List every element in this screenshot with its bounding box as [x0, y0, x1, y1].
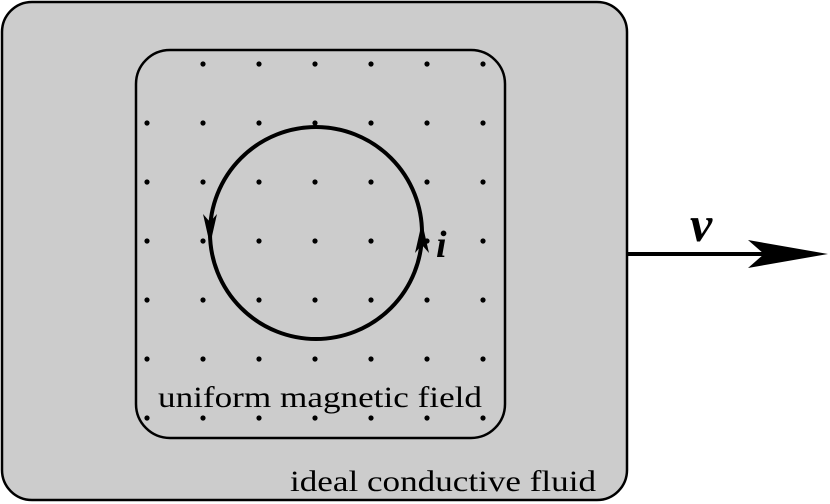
field-dot: [256, 297, 262, 303]
field-dot: [256, 415, 262, 421]
velocity-arrowhead-icon: [748, 240, 828, 268]
current-symbol: i: [436, 224, 447, 266]
field-dot: [144, 415, 150, 421]
field-dot: [424, 179, 430, 185]
field-dot: [144, 297, 150, 303]
field-dot: [424, 120, 430, 126]
field-dot: [312, 179, 318, 185]
field-dot: [368, 238, 374, 244]
field-dot: [480, 356, 486, 362]
current-arrow-left-icon: [203, 214, 217, 245]
field-dot: [256, 61, 262, 67]
field-dot: [368, 179, 374, 185]
field-dot: [480, 297, 486, 303]
field-dot: [368, 120, 374, 126]
current-arrow-right-icon: [415, 222, 429, 253]
field-dot: [368, 61, 374, 67]
field-dot: [256, 120, 262, 126]
field-dot: [200, 179, 206, 185]
field-dot: [312, 356, 318, 362]
field-dot: [368, 356, 374, 362]
field-dot: [312, 238, 318, 244]
field-region: [134, 48, 507, 440]
field-dot: [480, 238, 486, 244]
field-dot: [144, 179, 150, 185]
field-dot: [200, 61, 206, 67]
field-dot: [424, 356, 430, 362]
field-dot: [480, 120, 486, 126]
field-dot: [480, 179, 486, 185]
field-dots: [144, 61, 486, 421]
field-dot: [368, 297, 374, 303]
field-dot: [480, 415, 486, 421]
field-dot: [256, 179, 262, 185]
field-dot: [200, 297, 206, 303]
field-dot: [312, 415, 318, 421]
field-dot: [424, 297, 430, 303]
field-dot: [368, 415, 374, 421]
field-dot: [200, 356, 206, 362]
velocity-symbol: v: [690, 196, 713, 252]
field-label: uniform magnetic field: [158, 381, 482, 414]
field-dot: [144, 238, 150, 244]
field-dot: [200, 238, 206, 244]
field-dot: [424, 61, 430, 67]
field-dot: [200, 415, 206, 421]
field-dot: [256, 356, 262, 362]
field-dot: [424, 415, 430, 421]
fluid-label: ideal conductive fluid: [290, 465, 596, 498]
field-dot: [144, 120, 150, 126]
field-dot: [256, 238, 262, 244]
field-dot: [312, 297, 318, 303]
field-dot: [200, 120, 206, 126]
field-dot: [144, 356, 150, 362]
field-dot: [480, 61, 486, 67]
field-dot: [312, 120, 318, 126]
field-dot: [312, 61, 318, 67]
